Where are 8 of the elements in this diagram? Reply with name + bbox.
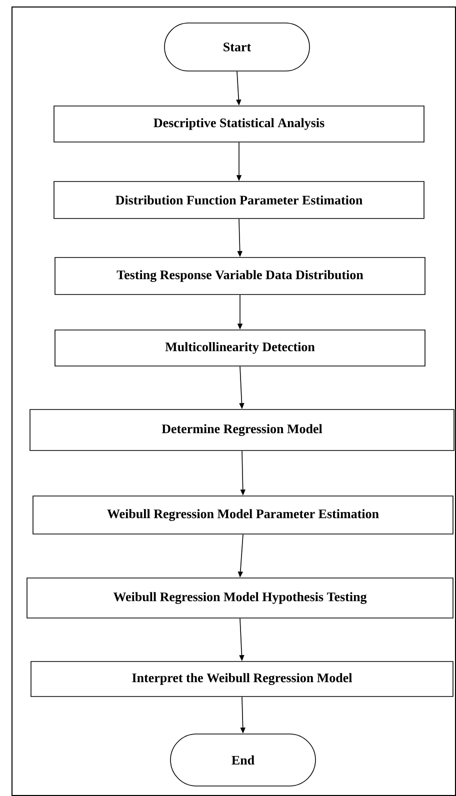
process-box: Weibull Regression Model Hypothesis Testing (26, 578, 454, 618)
process-box: Multicollinearity Detection (54, 330, 426, 366)
process-box: Distribution Function Parameter Estimation (54, 181, 424, 219)
process-box: Descriptive Statistical Analysis (54, 106, 424, 142)
process-box: Determine Regression Model (30, 409, 454, 451)
process-box: Interpret the Weibull Regression Model (30, 661, 454, 697)
process-box: Testing Response Variable Data Distribution (54, 257, 426, 295)
process-box: Weibull Regression Model Parameter Estimation (32, 496, 454, 534)
